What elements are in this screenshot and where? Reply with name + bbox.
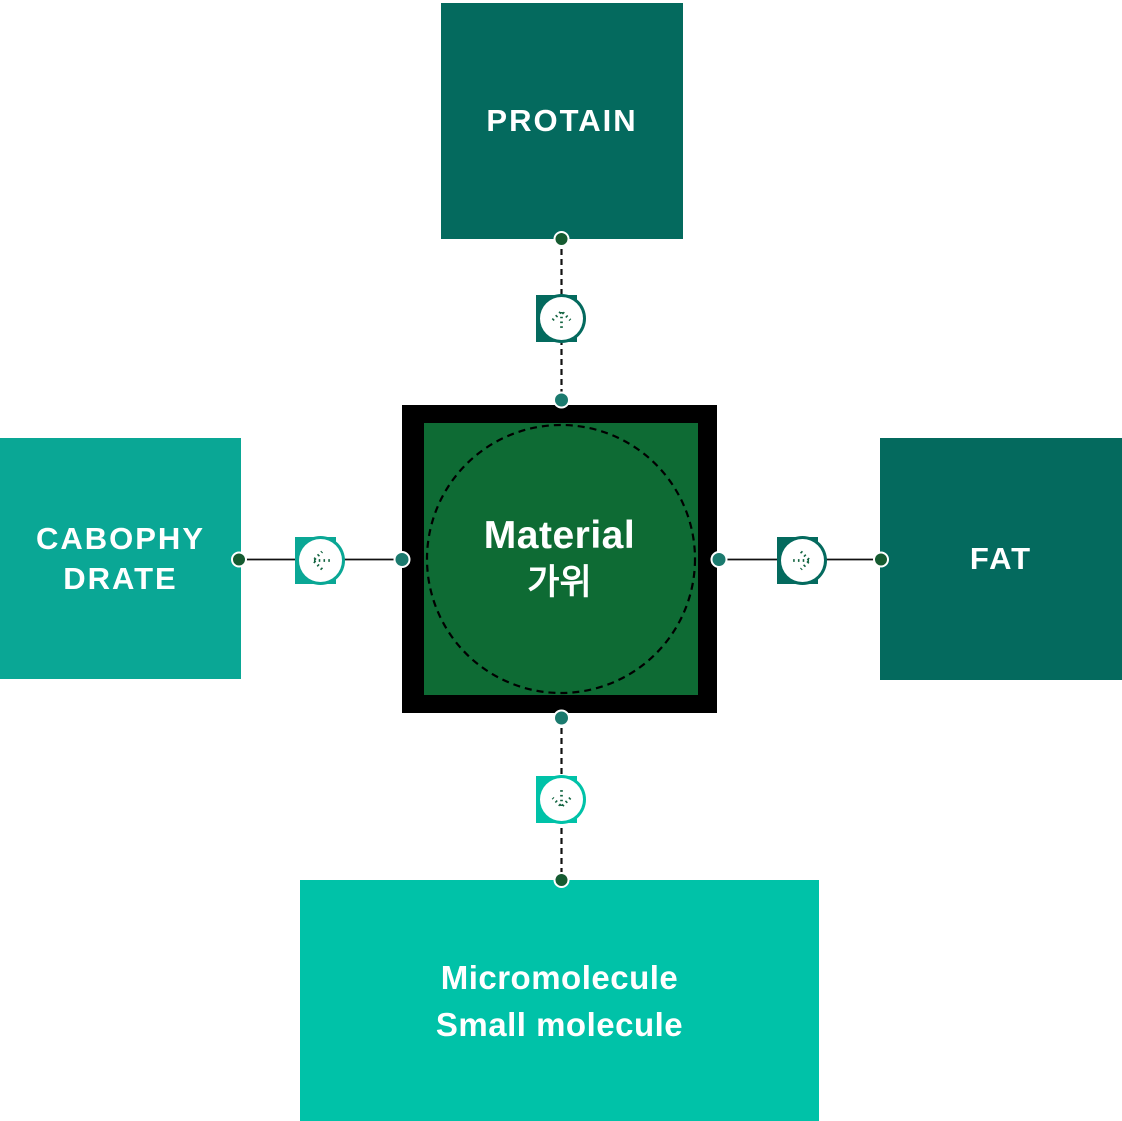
center-node-green-area bbox=[424, 423, 698, 695]
node-cabophydrate-line1: CABOPHY bbox=[35, 520, 205, 556]
node-cabophydrate: CABOPHY DRATE bbox=[0, 438, 241, 679]
node-micromolecule: Micromolecule Small molecule bbox=[300, 880, 819, 1121]
node-cabophydrate-label: CABOPHY DRATE bbox=[36, 519, 205, 599]
arrow-left-icon bbox=[311, 550, 330, 571]
arrow-up-icon bbox=[551, 309, 572, 328]
arrow-right-icon bbox=[793, 550, 812, 571]
center-node-subtitle: 가위 bbox=[527, 563, 592, 602]
badge-circle bbox=[781, 539, 824, 582]
center-node-label: Material 가위 bbox=[402, 405, 717, 713]
left-arrow-badge bbox=[295, 536, 345, 585]
center-node-title: Material bbox=[483, 514, 636, 557]
bottom-arrow-badge bbox=[536, 775, 586, 824]
node-micromolecule-label: Micromolecule Small molecule bbox=[436, 954, 683, 1048]
badge-circle bbox=[540, 297, 583, 340]
node-fat: FAT bbox=[880, 438, 1122, 680]
right-arrow-badge bbox=[777, 536, 827, 585]
node-protain-label: PROTAIN bbox=[486, 103, 638, 138]
center-node-material: Material 가위 bbox=[402, 405, 717, 713]
node-protain: PROTAIN bbox=[441, 3, 683, 239]
node-micromolecule-line1: Micromolecule bbox=[440, 958, 679, 996]
top-arrow-badge bbox=[536, 294, 586, 343]
node-micromolecule-line2: Small molecule bbox=[435, 1005, 684, 1043]
center-dashed-circle bbox=[425, 423, 697, 695]
badge-circle bbox=[540, 778, 583, 821]
arrow-down-icon bbox=[551, 790, 572, 809]
badge-circle bbox=[299, 539, 342, 582]
node-cabophydrate-line2: DRATE bbox=[63, 560, 178, 596]
node-fat-label: FAT bbox=[969, 541, 1033, 576]
